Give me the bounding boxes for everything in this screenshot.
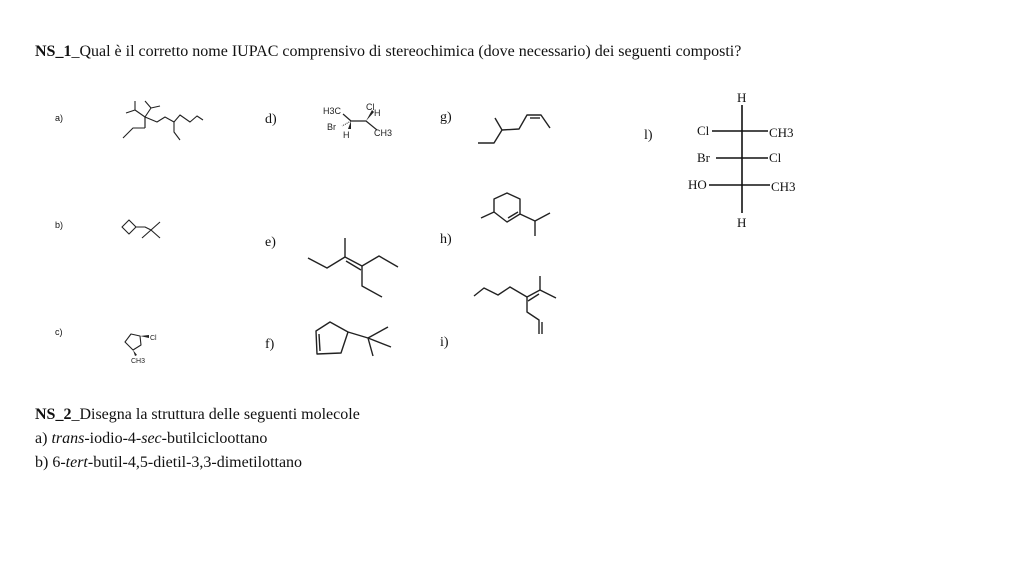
atom-label: Cl	[150, 335, 157, 342]
atom-label: H	[374, 108, 381, 118]
atom-label: CH3	[374, 128, 392, 138]
structure-d: H3C Cl H Br H CH3	[323, 102, 392, 140]
label-e: e)	[265, 235, 276, 250]
fischer-r3-right: CH3	[771, 179, 796, 194]
structure-g	[478, 114, 551, 144]
fischer-r1-left: Cl	[697, 123, 710, 138]
question-2-item-a: a) trans-iodio-4-sec-butilcicloottano	[35, 430, 268, 447]
label-g: g)	[440, 110, 452, 125]
label-h: h)	[440, 232, 452, 247]
structure-e	[307, 238, 399, 298]
label-a: a)	[55, 113, 64, 123]
fischer-r3-left: HO	[688, 177, 707, 192]
question-2-item-b: b) 6-tert-butil-4,5-dietil-3,3-dimetilot…	[35, 454, 303, 471]
structure-b	[121, 219, 161, 239]
structure-c: Cl CH3	[124, 333, 157, 365]
fischer-bottom: H	[737, 215, 746, 230]
atom-label: Cl	[366, 102, 375, 112]
fischer-top: H	[737, 90, 746, 105]
question-2-title: NS_2_Disegna la struttura delle seguenti…	[35, 406, 360, 423]
label-d: d)	[265, 112, 277, 127]
atom-label: Br	[327, 122, 336, 132]
structure-h	[480, 192, 551, 236]
structure-a	[122, 100, 204, 141]
label-i: i)	[440, 335, 449, 350]
question-1-title: NS_1_Qual è il corretto nome IUPAC compr…	[35, 43, 742, 60]
label-f: f)	[265, 337, 275, 352]
fischer-r2-right: Cl	[769, 150, 782, 165]
label-b: b)	[55, 220, 64, 230]
atom-label: H3C	[323, 106, 342, 116]
fischer-r1-right: CH3	[769, 125, 794, 140]
fischer-projection-l: H H Cl CH3 Br Cl HO CH3	[688, 90, 796, 230]
label-c: c)	[55, 327, 63, 337]
label-l: l)	[644, 128, 653, 143]
fischer-r2-left: Br	[697, 150, 711, 165]
atom-label: H	[343, 130, 350, 140]
structure-f	[315, 321, 392, 357]
atom-label: CH3	[131, 358, 145, 365]
structure-i	[473, 276, 557, 334]
